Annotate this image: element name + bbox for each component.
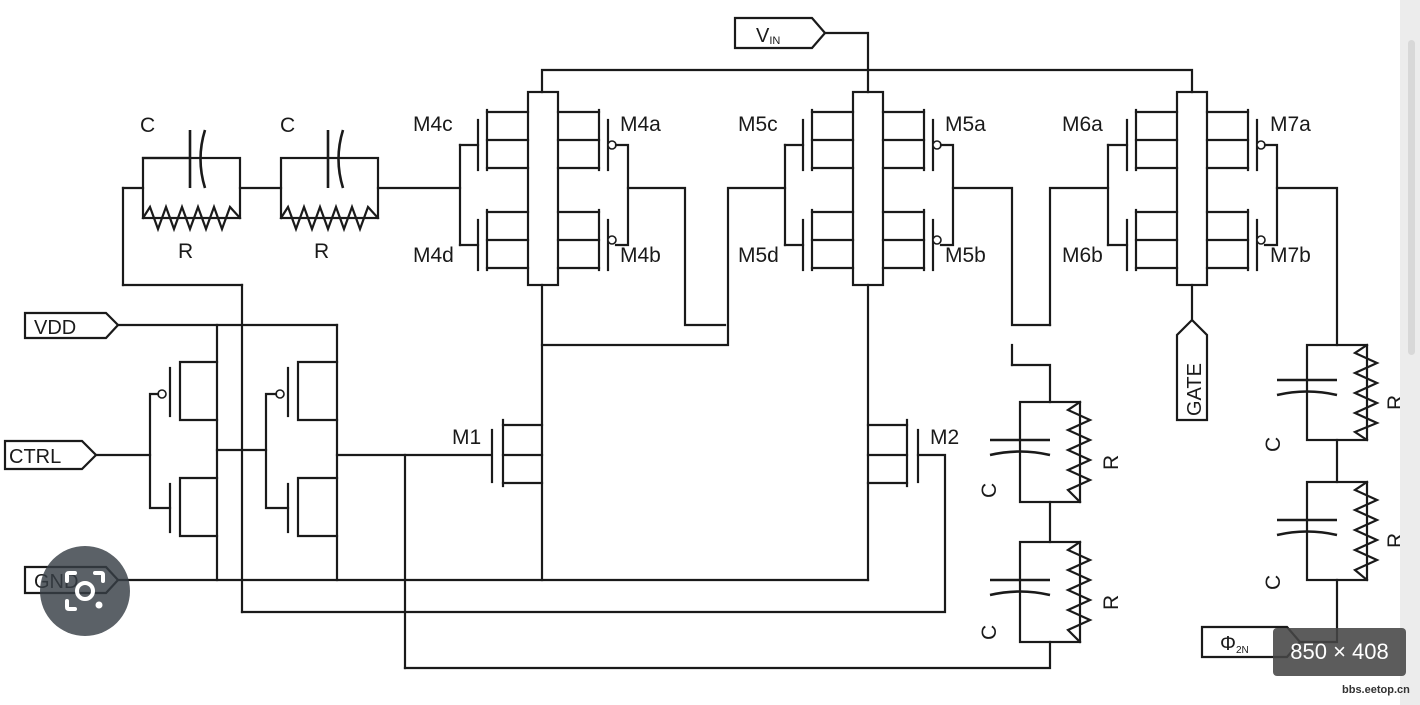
vdd-port-label: VDD	[34, 317, 76, 339]
phi-port-label: Φ2N	[1220, 633, 1249, 656]
gate-port-label: GATE	[1184, 363, 1206, 416]
inverter-chain	[94, 323, 492, 670]
m4c-label: M4c	[413, 113, 453, 136]
cap-label: C	[978, 483, 1001, 498]
tgate-m6-m7: M6a M6b M7a M7b	[1048, 90, 1339, 347]
res-label: R	[314, 240, 329, 263]
vin-port: VIN	[733, 16, 827, 50]
m5c-label: M5c	[738, 113, 778, 136]
m5b-label: M5b	[945, 244, 986, 267]
m4a-label: M4a	[620, 113, 661, 136]
res-label: R	[1100, 455, 1123, 470]
scrollbar-thumb[interactable]	[1408, 40, 1415, 355]
cap-label: C	[140, 114, 155, 137]
tgate-m5: M5c M5d M5a M5b	[540, 90, 1052, 582]
vdd-port: VDD	[23, 311, 120, 340]
res-label: R	[178, 240, 193, 263]
m5a-label: M5a	[945, 113, 986, 136]
source-watermark: bbs.eetop.cn	[1342, 684, 1410, 696]
rc-ladder-top: C C R R	[121, 114, 462, 614]
cap-label: C	[978, 625, 1001, 640]
res-label: R	[1100, 595, 1123, 610]
res-label: R	[1384, 395, 1400, 410]
google-lens-icon	[65, 571, 105, 611]
m4b-label: M4b	[620, 244, 661, 267]
m1-m2: M1 M2	[116, 418, 959, 614]
ctrl-port-label: CTRL	[9, 446, 61, 468]
tgate-m4: M4c M4d M4a M4b	[413, 90, 727, 582]
m5d-label: M5d	[738, 244, 779, 267]
m2-label: M2	[930, 426, 959, 449]
m4d-label: M4d	[413, 244, 454, 267]
rc-ladder-right: C R C R	[1262, 343, 1400, 644]
image-size-badge: 850 × 408	[1273, 628, 1406, 676]
m6a-label: M6a	[1062, 113, 1103, 136]
ctrl-port: CTRL	[3, 439, 98, 471]
m7b-label: M7b	[1270, 244, 1311, 267]
wires-top	[540, 31, 1194, 94]
m1-label: M1	[452, 426, 481, 449]
google-lens-button[interactable]	[40, 546, 130, 636]
m7a-label: M7a	[1270, 113, 1311, 136]
cap-label: C	[1262, 575, 1285, 590]
rc-ladder-center: C R C R	[403, 343, 1123, 670]
vin-port-label: VIN	[756, 25, 780, 47]
m6b-label: M6b	[1062, 244, 1103, 267]
cap-label: C	[1262, 437, 1285, 452]
res-label: R	[1384, 533, 1400, 548]
gate-port: GATE	[1175, 318, 1209, 422]
cap-label: C	[280, 114, 295, 137]
